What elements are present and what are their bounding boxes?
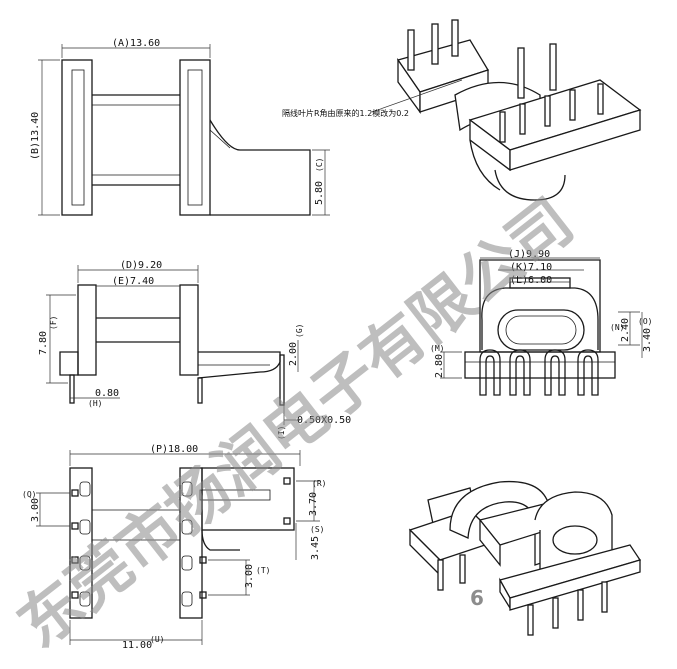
watermark-text: 东莞市扬润电子有限公司: [4, 184, 586, 661]
dim-f: 7.80: [38, 331, 49, 355]
dim-u: 11.00: [122, 640, 152, 651]
pins-top-right: [499, 43, 604, 143]
bottom-ribs: [79, 481, 193, 607]
dim-j: (J)9.90: [508, 249, 550, 260]
bottom-pin-pads: [71, 477, 291, 599]
bottom-view: (P)18.00 3.00 (Q) 3.70 (R) 3.45 (S) 3.00…: [22, 444, 326, 651]
dim-q: 3.00: [30, 498, 41, 522]
design-note: 隔线叶片R角由原来的1.2模改为0.2: [282, 108, 409, 118]
isometric-view-bottom: 6: [408, 480, 642, 636]
dim-h: 0.80: [95, 388, 119, 399]
dim-d: (D)9.20: [120, 260, 162, 271]
dim-c-label: (C): [315, 158, 324, 172]
page-number: 6: [470, 586, 484, 610]
dim-p: (P)18.00: [150, 444, 198, 455]
pins-top-left: [407, 19, 459, 71]
dim-n: 2.40: [620, 318, 631, 342]
dim-s-label: (S): [310, 525, 324, 534]
side-view: (D)9.20 (E)7.40 7.80 (F) 2.00 (G) 0.80 (…: [38, 260, 351, 440]
top-left-flange: [61, 59, 93, 216]
top-view: (A)13.60 (B)13.40 5.80 (C): [30, 38, 330, 216]
dim-u-label: (U): [150, 635, 164, 644]
dim-r-label: (R): [312, 479, 326, 488]
dim-r: 3.70: [308, 492, 319, 516]
dim-g-label: (G): [295, 324, 304, 338]
iso-pins: [437, 554, 608, 636]
dim-i: 0.50X0.50: [297, 415, 351, 426]
dim-a: (A)13.60: [112, 38, 160, 49]
dim-l: (L)6.00: [510, 275, 552, 286]
dim-c: 5.80: [314, 181, 325, 205]
dim-e: (E)7.40: [112, 276, 154, 287]
dim-n-label: (N): [610, 323, 624, 332]
dim-f-label: (F): [49, 316, 58, 330]
dim-i-label: (I): [277, 426, 286, 440]
isometric-view-top: 隔线叶片R角由原来的1.2模改为0.2: [282, 19, 642, 201]
core-window: [497, 309, 585, 351]
dim-m: 2.80: [434, 354, 445, 378]
dim-g: 2.00: [288, 342, 299, 366]
dim-o: 3.40: [642, 328, 653, 352]
dim-h-label: (H): [88, 399, 102, 408]
dim-t: 3.00: [244, 564, 255, 588]
dim-m-label: (M): [430, 344, 444, 353]
front-pins: [479, 349, 599, 396]
dim-q-label: (Q): [22, 490, 36, 499]
dim-o-label: (O): [638, 317, 652, 326]
front-view: (J)9.90 (K)7.10 (L)6.00 2.80 (M) 2.40 (N…: [430, 249, 653, 396]
dim-b: (B)13.40: [30, 112, 41, 160]
dim-k: (K)7.10: [510, 262, 552, 273]
dim-t-label: (T): [256, 566, 270, 575]
dim-s: 3.45: [310, 536, 321, 560]
top-right-flange: [179, 59, 211, 216]
